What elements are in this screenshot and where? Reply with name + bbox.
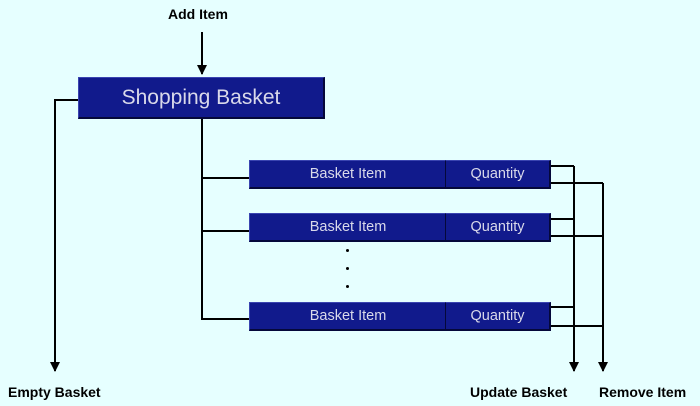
quantity-node: Quantity [445,160,551,189]
basket-item-node: Basket Item [249,213,447,242]
add-item-label: Add Item [168,6,228,22]
basket-item-node: Basket Item [249,302,447,331]
ellipsis-dot [346,285,349,288]
quantity-node: Quantity [445,302,551,331]
remove-item-label: Remove Item [599,384,687,400]
ellipsis-dots [344,246,352,296]
empty-basket-arrow [50,99,78,372]
update-basket-label: Update Basket [470,384,568,400]
basket-item-node: Basket Item [249,160,447,189]
quantity-node: Quantity [445,213,551,242]
shopping-basket-node: Shopping Basket [78,77,325,119]
empty-basket-label: Empty Basket [8,384,101,400]
ellipsis-dot [346,267,349,270]
ellipsis-dot [346,249,349,252]
